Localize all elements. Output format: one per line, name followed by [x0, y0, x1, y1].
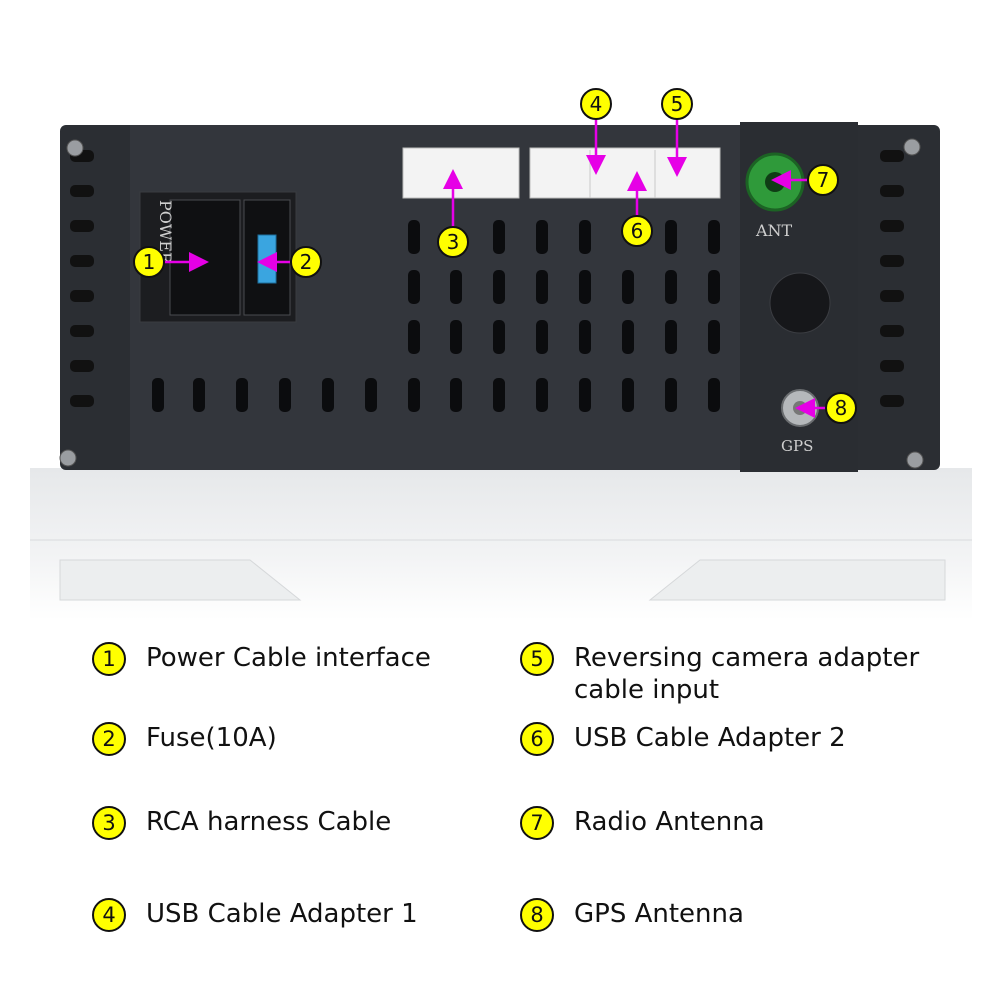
legend-number: 4: [92, 898, 126, 932]
ant-label: ANT: [755, 221, 793, 240]
legend-text: Radio Antenna: [574, 807, 765, 837]
legend-number: 1: [92, 642, 126, 676]
gps-label: GPS: [781, 437, 813, 455]
round-sticker: [769, 272, 831, 334]
legend-number: 7: [520, 806, 554, 840]
vent-slots: [152, 220, 720, 412]
legend-item-7: 7 Radio Antenna: [520, 806, 934, 840]
callout-4-number: 4: [590, 92, 603, 116]
legend-number: 3: [92, 806, 126, 840]
legend-number: 2: [92, 722, 126, 756]
screws: [59, 138, 924, 469]
callout-2-number: 2: [300, 250, 313, 274]
callout-3-number: 3: [447, 230, 460, 254]
legend-text: Power Cable interface: [146, 643, 431, 673]
radio-back-panel-photo: POWER ANT GPS: [30, 88, 972, 620]
legend-item-8: 8 GPS Antenna: [520, 898, 934, 932]
legend-text: Fuse(10A): [146, 723, 277, 753]
callout-8: 8: [825, 392, 857, 424]
legend-text: Reversing camera adapter cable input: [574, 643, 920, 705]
legend: 1 Power Cable interface 2 Fuse(10A) 3 RC…: [0, 620, 1000, 1000]
legend-item-1: 1 Power Cable interface: [92, 642, 506, 676]
callout-1: 1: [133, 246, 165, 278]
callout-3: 3: [437, 226, 469, 258]
heatsink-left: [70, 150, 94, 407]
legend-text: USB Cable Adapter 1: [146, 899, 418, 929]
callout-7: 7: [807, 164, 839, 196]
callout-badges: 1 2 3 4 5 6 7 8: [133, 88, 857, 424]
callout-6-number: 6: [631, 219, 644, 243]
fuse: [257, 234, 277, 284]
legend-text: USB Cable Adapter 2: [574, 723, 846, 753]
legend-item-3: 3 RCA harness Cable: [92, 806, 506, 840]
callout-7-number: 7: [817, 168, 830, 192]
power-label: POWER: [156, 200, 175, 265]
legend-item-6: 6 USB Cable Adapter 2: [520, 722, 934, 756]
callout-2: 2: [290, 246, 322, 278]
callout-8-number: 8: [835, 396, 848, 420]
legend-text: GPS Antenna: [574, 899, 744, 929]
legend-number: 5: [520, 642, 554, 676]
legend-number: 8: [520, 898, 554, 932]
legend-number: 6: [520, 722, 554, 756]
callout-6: 6: [621, 215, 653, 247]
callout-1-number: 1: [143, 250, 156, 274]
heatsink-right: [880, 150, 904, 407]
legend-item-5: 5 Reversing camera adapter cable input: [520, 642, 974, 706]
callout-5: 5: [661, 88, 693, 120]
metal-frame: [30, 468, 972, 620]
legend-text: RCA harness Cable: [146, 807, 392, 837]
callout-4: 4: [580, 88, 612, 120]
legend-item-4: 4 USB Cable Adapter 1: [92, 898, 506, 932]
callout-arrows: [165, 118, 826, 418]
callout-5-number: 5: [671, 92, 684, 116]
legend-item-2: 2 Fuse(10A): [92, 722, 506, 756]
harness-connectors: [402, 147, 721, 199]
